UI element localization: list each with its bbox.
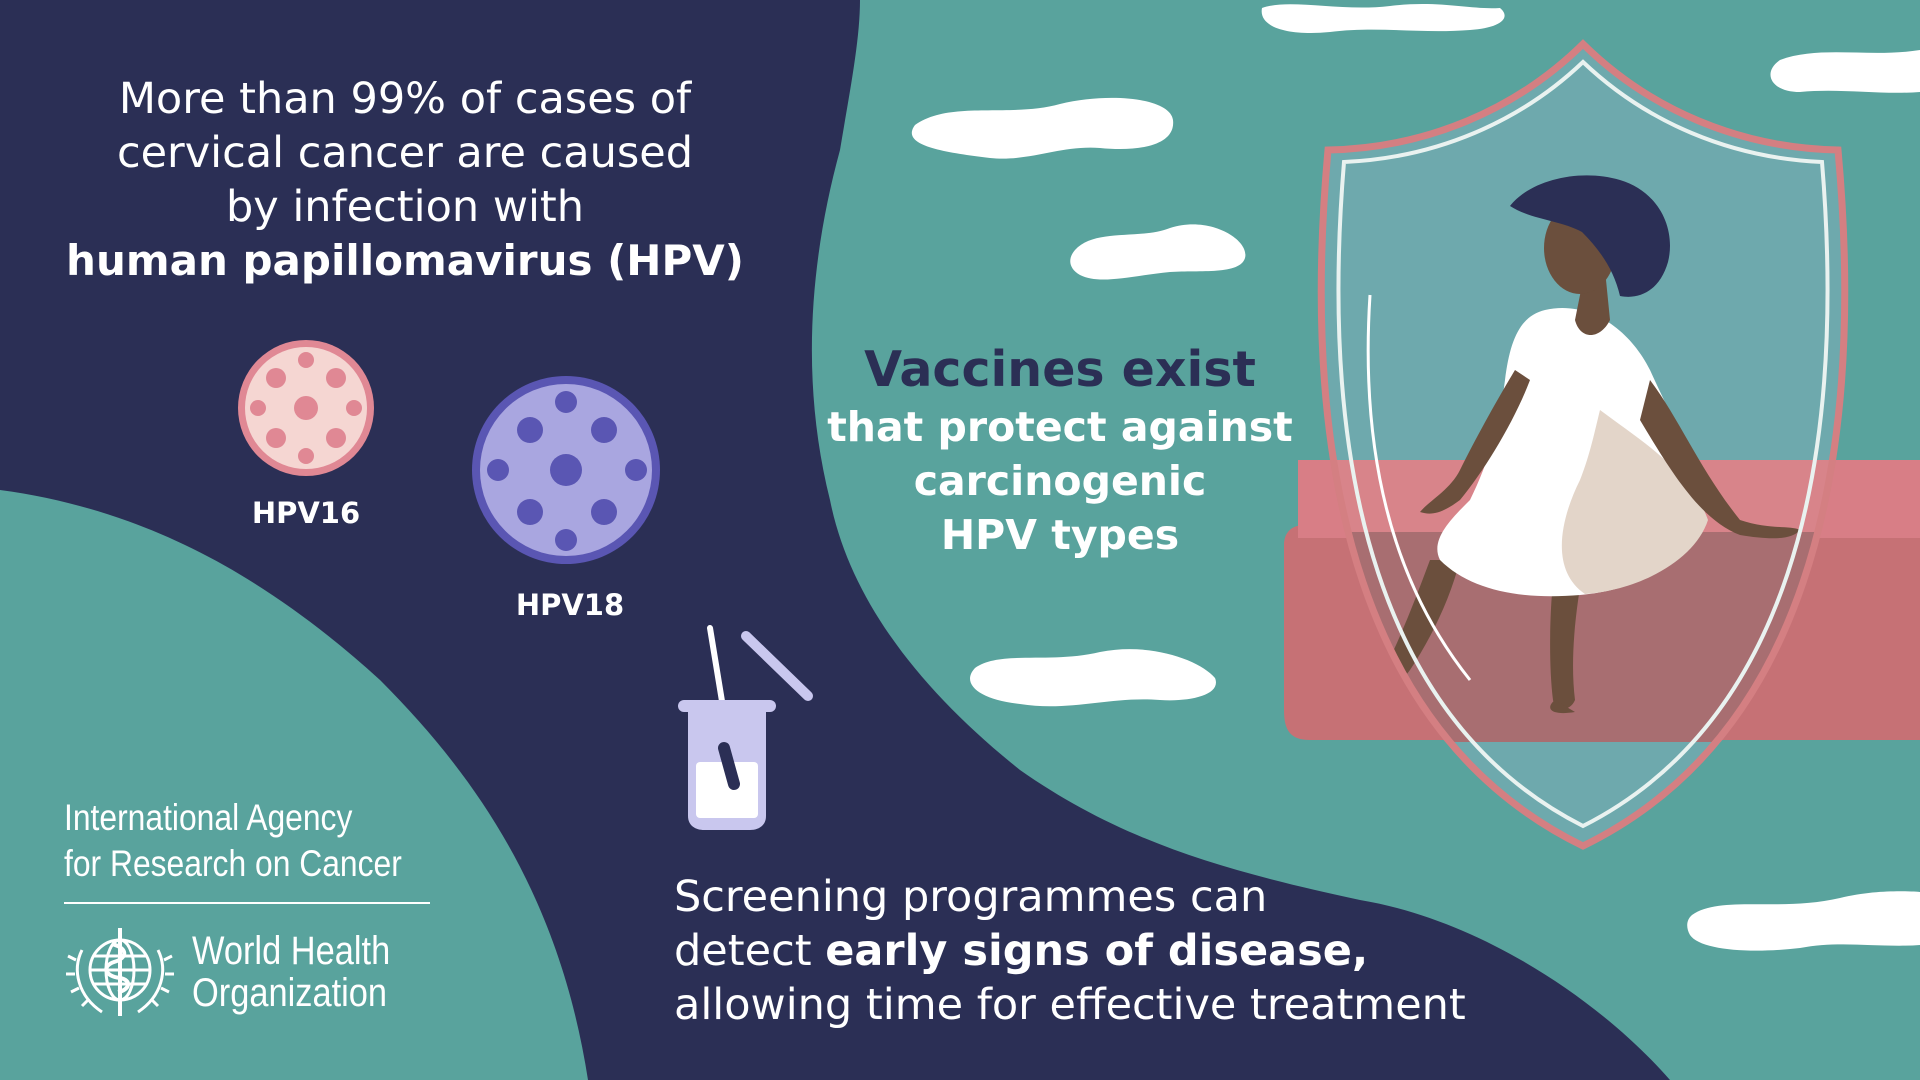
screening-line: Screening programmes can <box>674 872 1268 922</box>
iarc-line: International Agency <box>64 797 353 838</box>
hpv16-virus-icon <box>238 340 374 476</box>
headline-line-bold: human papillomavirus (HPV) <box>66 236 744 285</box>
teal-left-area <box>0 490 588 1080</box>
cloud <box>1261 4 1505 33</box>
clouds <box>911 4 1920 951</box>
iarc-line: for Research on Cancer <box>64 843 402 884</box>
screening-line: detect early signs of disease, <box>674 924 1634 978</box>
vaccine-title: Vaccines exist <box>864 341 1256 398</box>
screening-text: detect <box>674 926 826 976</box>
vaccine-message: Vaccines exist that protect against carc… <box>800 340 1320 562</box>
iarc-logo-text: International Agency for Research on Can… <box>64 795 425 887</box>
hpv18-virus-icon <box>472 376 660 564</box>
who-name: World Health Organization <box>192 930 450 1014</box>
vaccine-line: HPV types <box>940 511 1180 559</box>
cloud <box>1770 50 1920 93</box>
who-line: Organization <box>192 971 388 1015</box>
screening-line: allowing time for effective treatment <box>674 980 1466 1030</box>
cloud <box>1687 891 1920 951</box>
screening-emphasis: early signs of disease, <box>825 926 1369 976</box>
who-emblem-icon <box>66 928 174 1016</box>
headline: More than 99% of cases of cervical cance… <box>60 72 750 288</box>
cloud <box>1070 224 1246 280</box>
screening-message: Screening programmes can detect early si… <box>674 870 1634 1032</box>
cloud <box>970 649 1216 707</box>
hpv16-label: HPV16 <box>251 496 361 530</box>
headline-line: More than 99% of cases of <box>118 74 692 124</box>
headline-line: cervical cancer are caused <box>116 128 694 178</box>
cloud <box>911 97 1174 159</box>
headline-line: by infection with <box>225 182 585 232</box>
hpv18-label: HPV18 <box>515 588 625 622</box>
woman-figure <box>1377 175 1800 714</box>
who-line: World Health <box>192 929 391 973</box>
logo-divider <box>64 902 430 904</box>
vaccine-line: that protect against <box>827 403 1293 451</box>
test-tube-icon <box>678 625 813 830</box>
vaccine-line: carcinogenic <box>913 457 1207 505</box>
